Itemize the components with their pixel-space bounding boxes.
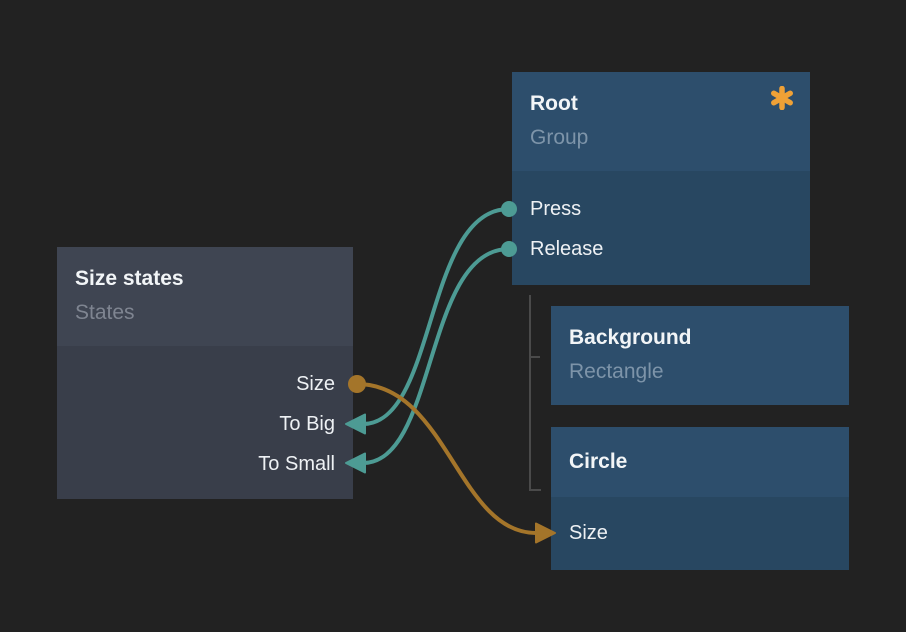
connection-size-to-circle-size[interactable] xyxy=(356,382,537,535)
node-background-header[interactable]: Background Rectangle xyxy=(551,306,849,405)
port-to-small-input[interactable]: To Small xyxy=(258,453,335,475)
node-title: Background xyxy=(569,326,692,349)
node-subtitle: States xyxy=(75,301,135,324)
node-root[interactable]: Root Group Press Release xyxy=(512,72,810,285)
node-size-states[interactable]: Size states States Size To Big To Small xyxy=(57,247,353,499)
node-title: Circle xyxy=(569,450,628,473)
port-release-output[interactable]: Release xyxy=(530,238,604,260)
node-title: Size states xyxy=(75,267,184,290)
node-subtitle: Rectangle xyxy=(569,360,664,383)
node-subtitle: Group xyxy=(530,126,589,149)
node-size-states-header[interactable]: Size states States xyxy=(57,247,353,346)
asterisk-icon xyxy=(771,86,793,110)
connection-press-to-big[interactable] xyxy=(362,207,510,426)
node-background[interactable]: Background Rectangle xyxy=(551,306,849,405)
port-to-big-input[interactable]: To Big xyxy=(279,413,335,435)
node-circle-header[interactable]: Circle xyxy=(551,427,849,497)
hierarchy-line-root-circle xyxy=(529,295,541,491)
connection-release-to-small[interactable] xyxy=(362,247,510,465)
node-root-header[interactable]: Root Group xyxy=(512,72,810,171)
port-size-output[interactable]: Size xyxy=(296,373,335,395)
port-size-input[interactable]: Size xyxy=(569,522,608,544)
node-circle[interactable]: Circle Size xyxy=(551,427,849,570)
node-title: Root xyxy=(530,92,578,115)
port-press-output[interactable]: Press xyxy=(530,198,582,220)
